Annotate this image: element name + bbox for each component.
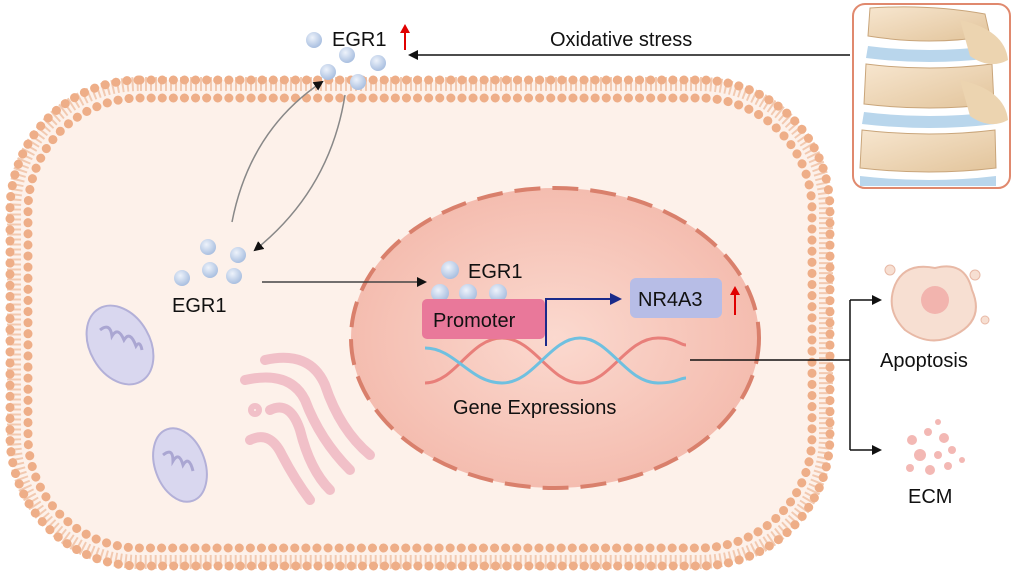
endoplasmic-reticulum xyxy=(240,352,375,505)
nucleus xyxy=(349,186,761,490)
oxidative-stress-label: Oxidative stress xyxy=(550,29,692,51)
egr1-extracellular-cluster xyxy=(306,32,386,90)
transcription-arrow xyxy=(545,293,622,346)
apoptotic-cell xyxy=(884,264,990,342)
egr1-import-arrow xyxy=(253,94,346,252)
dna-helix xyxy=(424,336,687,385)
up-arrow-icon xyxy=(730,286,740,315)
egr1-export-arrow xyxy=(231,80,324,223)
mitochondrion xyxy=(85,304,155,386)
ecm-label: ECM xyxy=(908,486,952,508)
apoptosis-label: Apoptosis xyxy=(880,350,968,372)
nr4a3-box xyxy=(630,278,722,318)
egr1-cytoplasmic-cluster xyxy=(174,239,246,286)
ecm-fragments xyxy=(906,419,965,475)
gene-expressions-label: Gene Expressions xyxy=(453,397,616,419)
nr4a3-label: NR4A3 xyxy=(638,289,702,311)
spine-image xyxy=(852,3,1011,189)
promoter-label: Promoter xyxy=(433,310,516,332)
egr1-extracellular-label: EGR1 xyxy=(332,29,386,51)
up-arrow-icon xyxy=(400,24,410,50)
egr1-nucleus-label: EGR1 xyxy=(468,261,522,283)
promoter-box xyxy=(422,299,545,339)
egr1-nuclear-cluster xyxy=(431,261,507,302)
egr1-cytoplasm-label: EGR1 xyxy=(172,295,226,317)
mitochondrion xyxy=(152,427,208,503)
